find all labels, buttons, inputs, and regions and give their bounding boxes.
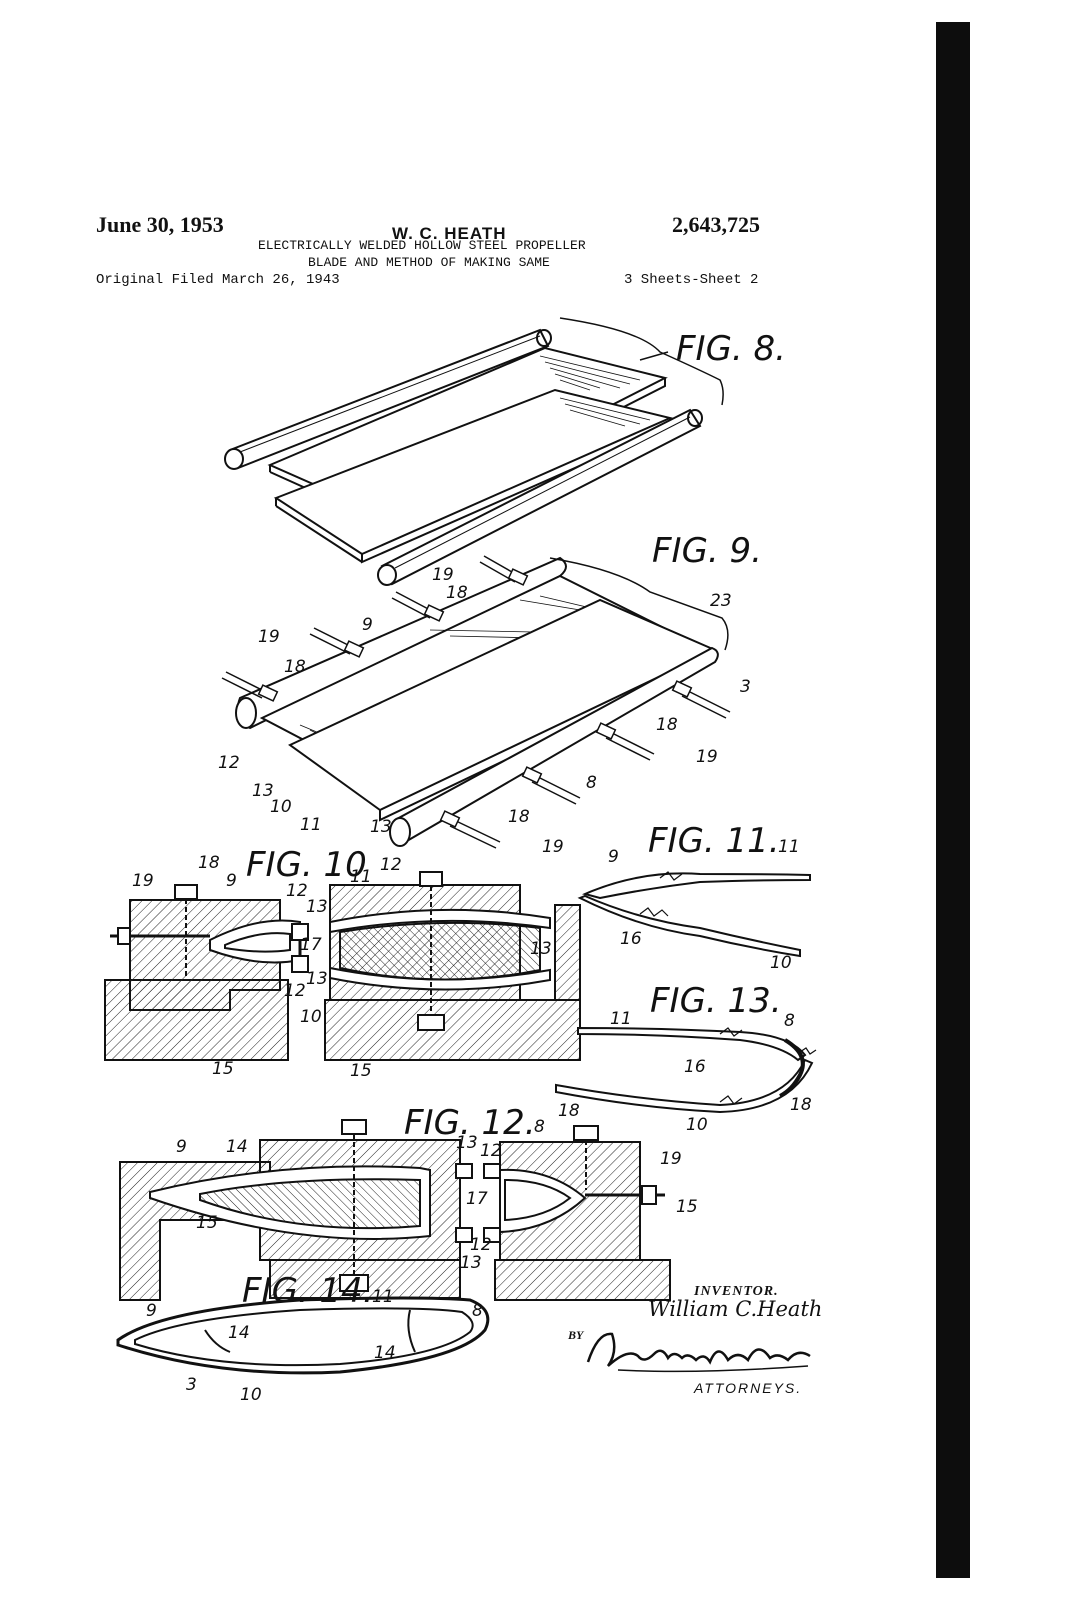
ref-15: 15 — [196, 1213, 218, 1233]
margin-scan-bar — [936, 22, 970, 1578]
ref-11: 11 — [778, 837, 800, 857]
ref-19: 19 — [542, 837, 564, 857]
fig-14-drawing — [116, 1296, 490, 1375]
patent-title-line-2: BLADE AND METHOD OF MAKING SAME — [308, 255, 550, 270]
ref-10: 10 — [240, 1385, 262, 1400]
ref-8: 8 — [472, 1301, 483, 1321]
ref-14: 14 — [226, 1137, 248, 1157]
ref-17: 17 — [300, 935, 322, 955]
ref-17: 17 — [466, 1189, 488, 1209]
ref-10: 10 — [300, 1007, 322, 1027]
by-label: BY — [568, 1328, 584, 1342]
fig-9-label: FIG. 9. — [652, 531, 762, 571]
ref-11: 11 — [300, 815, 322, 835]
ref-14: 14 — [228, 1323, 250, 1343]
filing-date: Original Filed March 26, 1943 — [96, 272, 340, 288]
ref-12: 12 — [480, 1141, 502, 1161]
ref-12: 12 — [380, 855, 402, 875]
ref-19: 19 — [660, 1149, 682, 1169]
ref-23: 23 — [710, 591, 732, 611]
inventor-label: INVENTOR. — [694, 1284, 779, 1299]
patent-title-line-1: ELECTRICALLY WELDED HOLLOW STEEL PROPELL… — [258, 238, 586, 253]
ref-8: 8 — [534, 1117, 545, 1137]
ref-18: 18 — [790, 1095, 812, 1115]
ref-9: 9 — [146, 1301, 157, 1321]
ref-18: 18 — [558, 1101, 580, 1121]
ref-12: 12 — [286, 881, 308, 901]
ref-13: 13 — [530, 939, 552, 959]
fig-8-drawing — [224, 317, 724, 586]
fig-9-drawing — [221, 555, 731, 849]
ref-19: 19 — [132, 871, 154, 891]
ref-12: 12 — [470, 1235, 492, 1255]
fig-11-label: FIG. 11. — [648, 821, 780, 861]
fig-10-drawing — [104, 871, 581, 1061]
ref-10: 10 — [686, 1115, 708, 1135]
fig-13-label: FIG. 13. — [650, 981, 782, 1021]
ref-19: 19 — [432, 565, 454, 585]
ref-12: 12 — [284, 981, 306, 1001]
fig-12-label: FIG. 12. — [404, 1103, 536, 1143]
ref-16: 16 — [620, 929, 642, 949]
ref-9: 9 — [176, 1137, 187, 1157]
inventor-heading: W. C. HEATH — [392, 224, 507, 243]
ref-15: 15 — [212, 1059, 234, 1079]
fig-14-label: FIG. 14. — [242, 1271, 374, 1311]
ref-9: 9 — [608, 847, 619, 867]
attorney-signature — [586, 1332, 811, 1373]
ref-13: 13 — [370, 817, 392, 837]
patent-number: 2,643,725 — [672, 212, 760, 237]
ref-3: 3 — [186, 1375, 197, 1395]
inventor-name: William C.Heath — [648, 1297, 823, 1321]
ref-12: 12 — [218, 753, 240, 773]
ref-15: 15 — [676, 1197, 698, 1217]
ref-14: 14 — [374, 1343, 396, 1363]
ref-18: 18 — [508, 807, 530, 827]
ref-3: 3 — [740, 677, 751, 697]
fig-11-drawing — [577, 871, 811, 958]
ref-9: 9 — [362, 615, 373, 635]
ref-13: 13 — [306, 969, 328, 989]
ref-13: 13 — [456, 1133, 478, 1153]
ref-11: 11 — [372, 1287, 394, 1307]
ref-15: 15 — [350, 1061, 372, 1081]
ref-13: 13 — [460, 1253, 482, 1273]
ref-10: 10 — [770, 953, 792, 973]
ref-18: 18 — [198, 853, 220, 873]
ref-16: 16 — [684, 1057, 706, 1077]
ref-8: 8 — [784, 1011, 795, 1031]
sheet-count: 3 Sheets-Sheet 2 — [624, 272, 759, 288]
attorneys-label: ATTORNEYS. — [694, 1380, 803, 1396]
patent-drawing: FIG. 8. FIG. 9. FIG. 10 FIG. 11. FIG. 13… — [104, 317, 817, 1400]
ref-11: 11 — [610, 1009, 632, 1029]
ref-8: 8 — [586, 773, 597, 793]
ref-13: 13 — [252, 781, 274, 801]
ref-19: 19 — [696, 747, 718, 767]
ref-10: 10 — [270, 797, 292, 817]
ref-11: 11 — [350, 867, 372, 887]
ref-18: 18 — [656, 715, 678, 735]
fig-8-label: FIG. 8. — [676, 329, 786, 369]
ref-19: 19 — [258, 627, 280, 647]
ref-18: 18 — [446, 583, 468, 603]
ref-9: 9 — [226, 871, 237, 891]
fig-13-drawing — [555, 1026, 817, 1114]
fig-12-drawing — [119, 1119, 671, 1301]
fig-10-label: FIG. 10 — [246, 845, 367, 885]
ref-18: 18 — [284, 657, 306, 677]
patent-date: June 30, 1953 — [96, 212, 224, 237]
ref-13: 13 — [306, 897, 328, 917]
